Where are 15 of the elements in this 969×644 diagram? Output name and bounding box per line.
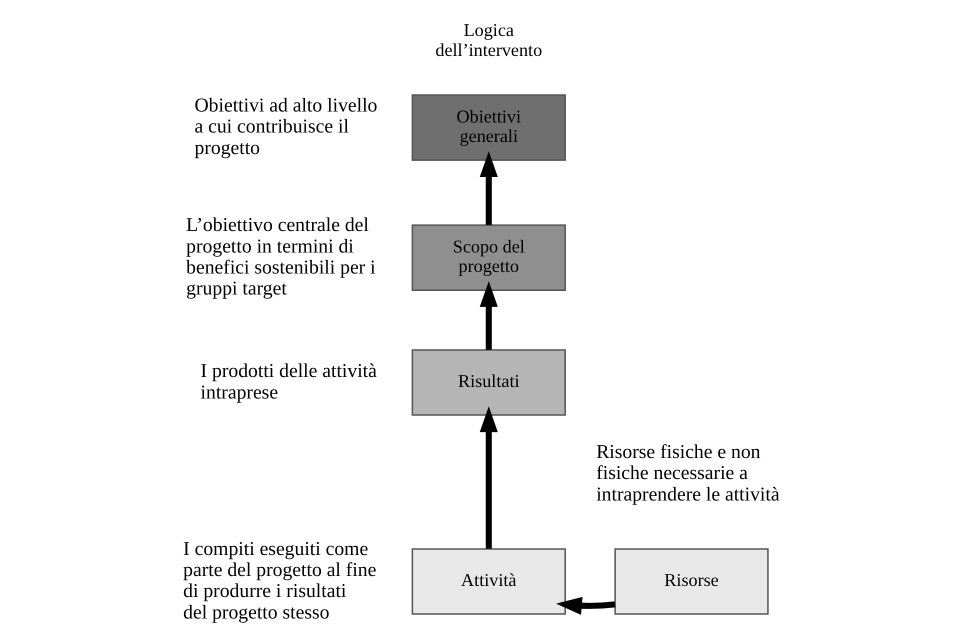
node-box: Scopo del progetto [411,224,566,291]
node-box: Obiettivi generali [411,94,566,161]
node-box: Attività [411,548,566,615]
node-box: Risultati [411,349,566,416]
node-label: I prodotti delle attività intraprese [200,360,376,404]
arrow [479,151,498,225]
node-label: Obiettivi ad alto livello a cui contribuisce il progetto [194,94,377,159]
node-label: L’obiettivo centrale del progetto in termini di benefici sostenibili per i gruppi target [186,214,376,300]
arrow [479,406,498,549]
arrow [479,281,498,350]
node-label: I compiti eseguiti come parte del progetto al fine di produrre i risultati del progetto stesso [182,538,376,624]
node-box: Risorse [614,548,768,615]
label: Logica dell’intervento [434,20,542,60]
arrow [556,596,615,615]
node-label: Risorse fisiche e non fisiche necessarie a intraprendere le attività [596,441,780,506]
